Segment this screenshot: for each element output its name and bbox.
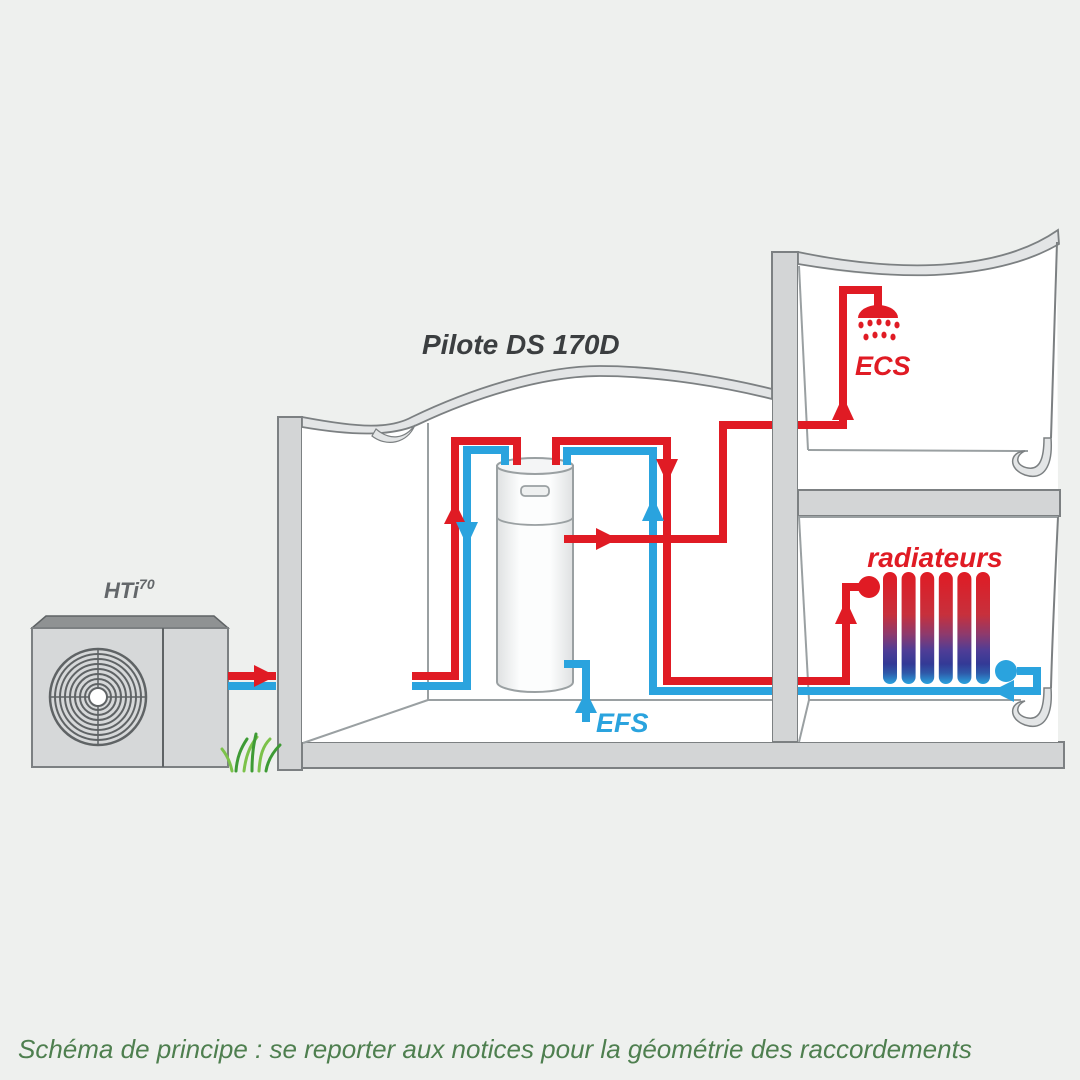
lower-room-left-corner	[798, 516, 810, 701]
hot-water-pipes	[228, 286, 882, 685]
tank-seam	[496, 516, 574, 526]
storage-tank	[496, 457, 574, 693]
hp-return-loop	[412, 446, 509, 690]
radiator-supply-room	[798, 583, 859, 685]
efs-label: EFS	[596, 708, 649, 738]
flow-arrows	[254, 396, 1014, 713]
roof-fold-flap	[371, 424, 416, 443]
ecs-label: ECS	[855, 351, 911, 381]
shower-drops	[858, 318, 900, 341]
hp-supply-loop	[412, 437, 521, 680]
flow-arrow-efs-up	[575, 691, 597, 713]
flow-arrow-loop-down	[456, 522, 478, 546]
flow-arrow-ecs-up	[832, 396, 854, 420]
flow-arrow-hp-out	[254, 665, 276, 687]
flow-arrow-return-left	[992, 680, 1014, 702]
upper-room-right-edge	[1050, 241, 1058, 439]
right-building-floor-slab	[797, 489, 1061, 517]
flow-arrow-supply-down	[656, 459, 678, 483]
radiator-return-bulb	[995, 660, 1017, 682]
caption: Schéma de principe : se reporter aux not…	[18, 1034, 972, 1064]
tank-body	[496, 465, 574, 693]
radiator-return-main-room	[563, 447, 772, 695]
floor-edge-diagonal	[302, 699, 429, 744]
upper-room-wall-curl	[1011, 437, 1053, 477]
flow-arrow-return-up	[642, 497, 664, 521]
shower-head	[858, 305, 898, 318]
flow-arrow-tank-out	[596, 528, 618, 550]
radiator-icon	[883, 572, 990, 684]
unit-top-face	[29, 615, 231, 629]
tank-vent-slot	[520, 485, 550, 497]
main-room-roof	[301, 365, 773, 435]
lower-room-wall-curl	[1011, 687, 1053, 727]
radiators-label: radiateurs	[867, 542, 1002, 573]
heat-pump-label: HTi70	[104, 576, 155, 603]
floor-slab	[279, 741, 1065, 769]
upper-room-interior	[798, 242, 1058, 490]
tank-label: Pilote DS 170D	[422, 329, 620, 360]
grass-icon	[220, 732, 282, 773]
ecs-supply-room	[798, 286, 882, 429]
flow-arrow-radiator-up	[835, 600, 857, 624]
lower-room-right-edge	[1050, 516, 1059, 689]
ecs-supply-main-room	[564, 421, 772, 543]
fan-icon	[48, 647, 148, 747]
left-wall	[277, 416, 303, 771]
shower-icon	[858, 305, 900, 341]
upper-room-left-corner	[798, 265, 809, 451]
heat-pump-unit	[29, 615, 231, 768]
upper-room-floor-line	[807, 449, 1029, 452]
lower-room-floor-diagonal	[798, 699, 810, 743]
radiator-return-room	[798, 667, 1041, 695]
upper-right-room	[797, 228, 1060, 490]
flow-arrow-loop-up	[444, 502, 466, 524]
center-wall	[771, 251, 799, 743]
radiator-supply-bulb	[858, 576, 880, 598]
upper-room-roof	[797, 228, 1060, 277]
radiator-supply-main-room	[552, 437, 772, 685]
lower-right-room	[798, 516, 1059, 743]
